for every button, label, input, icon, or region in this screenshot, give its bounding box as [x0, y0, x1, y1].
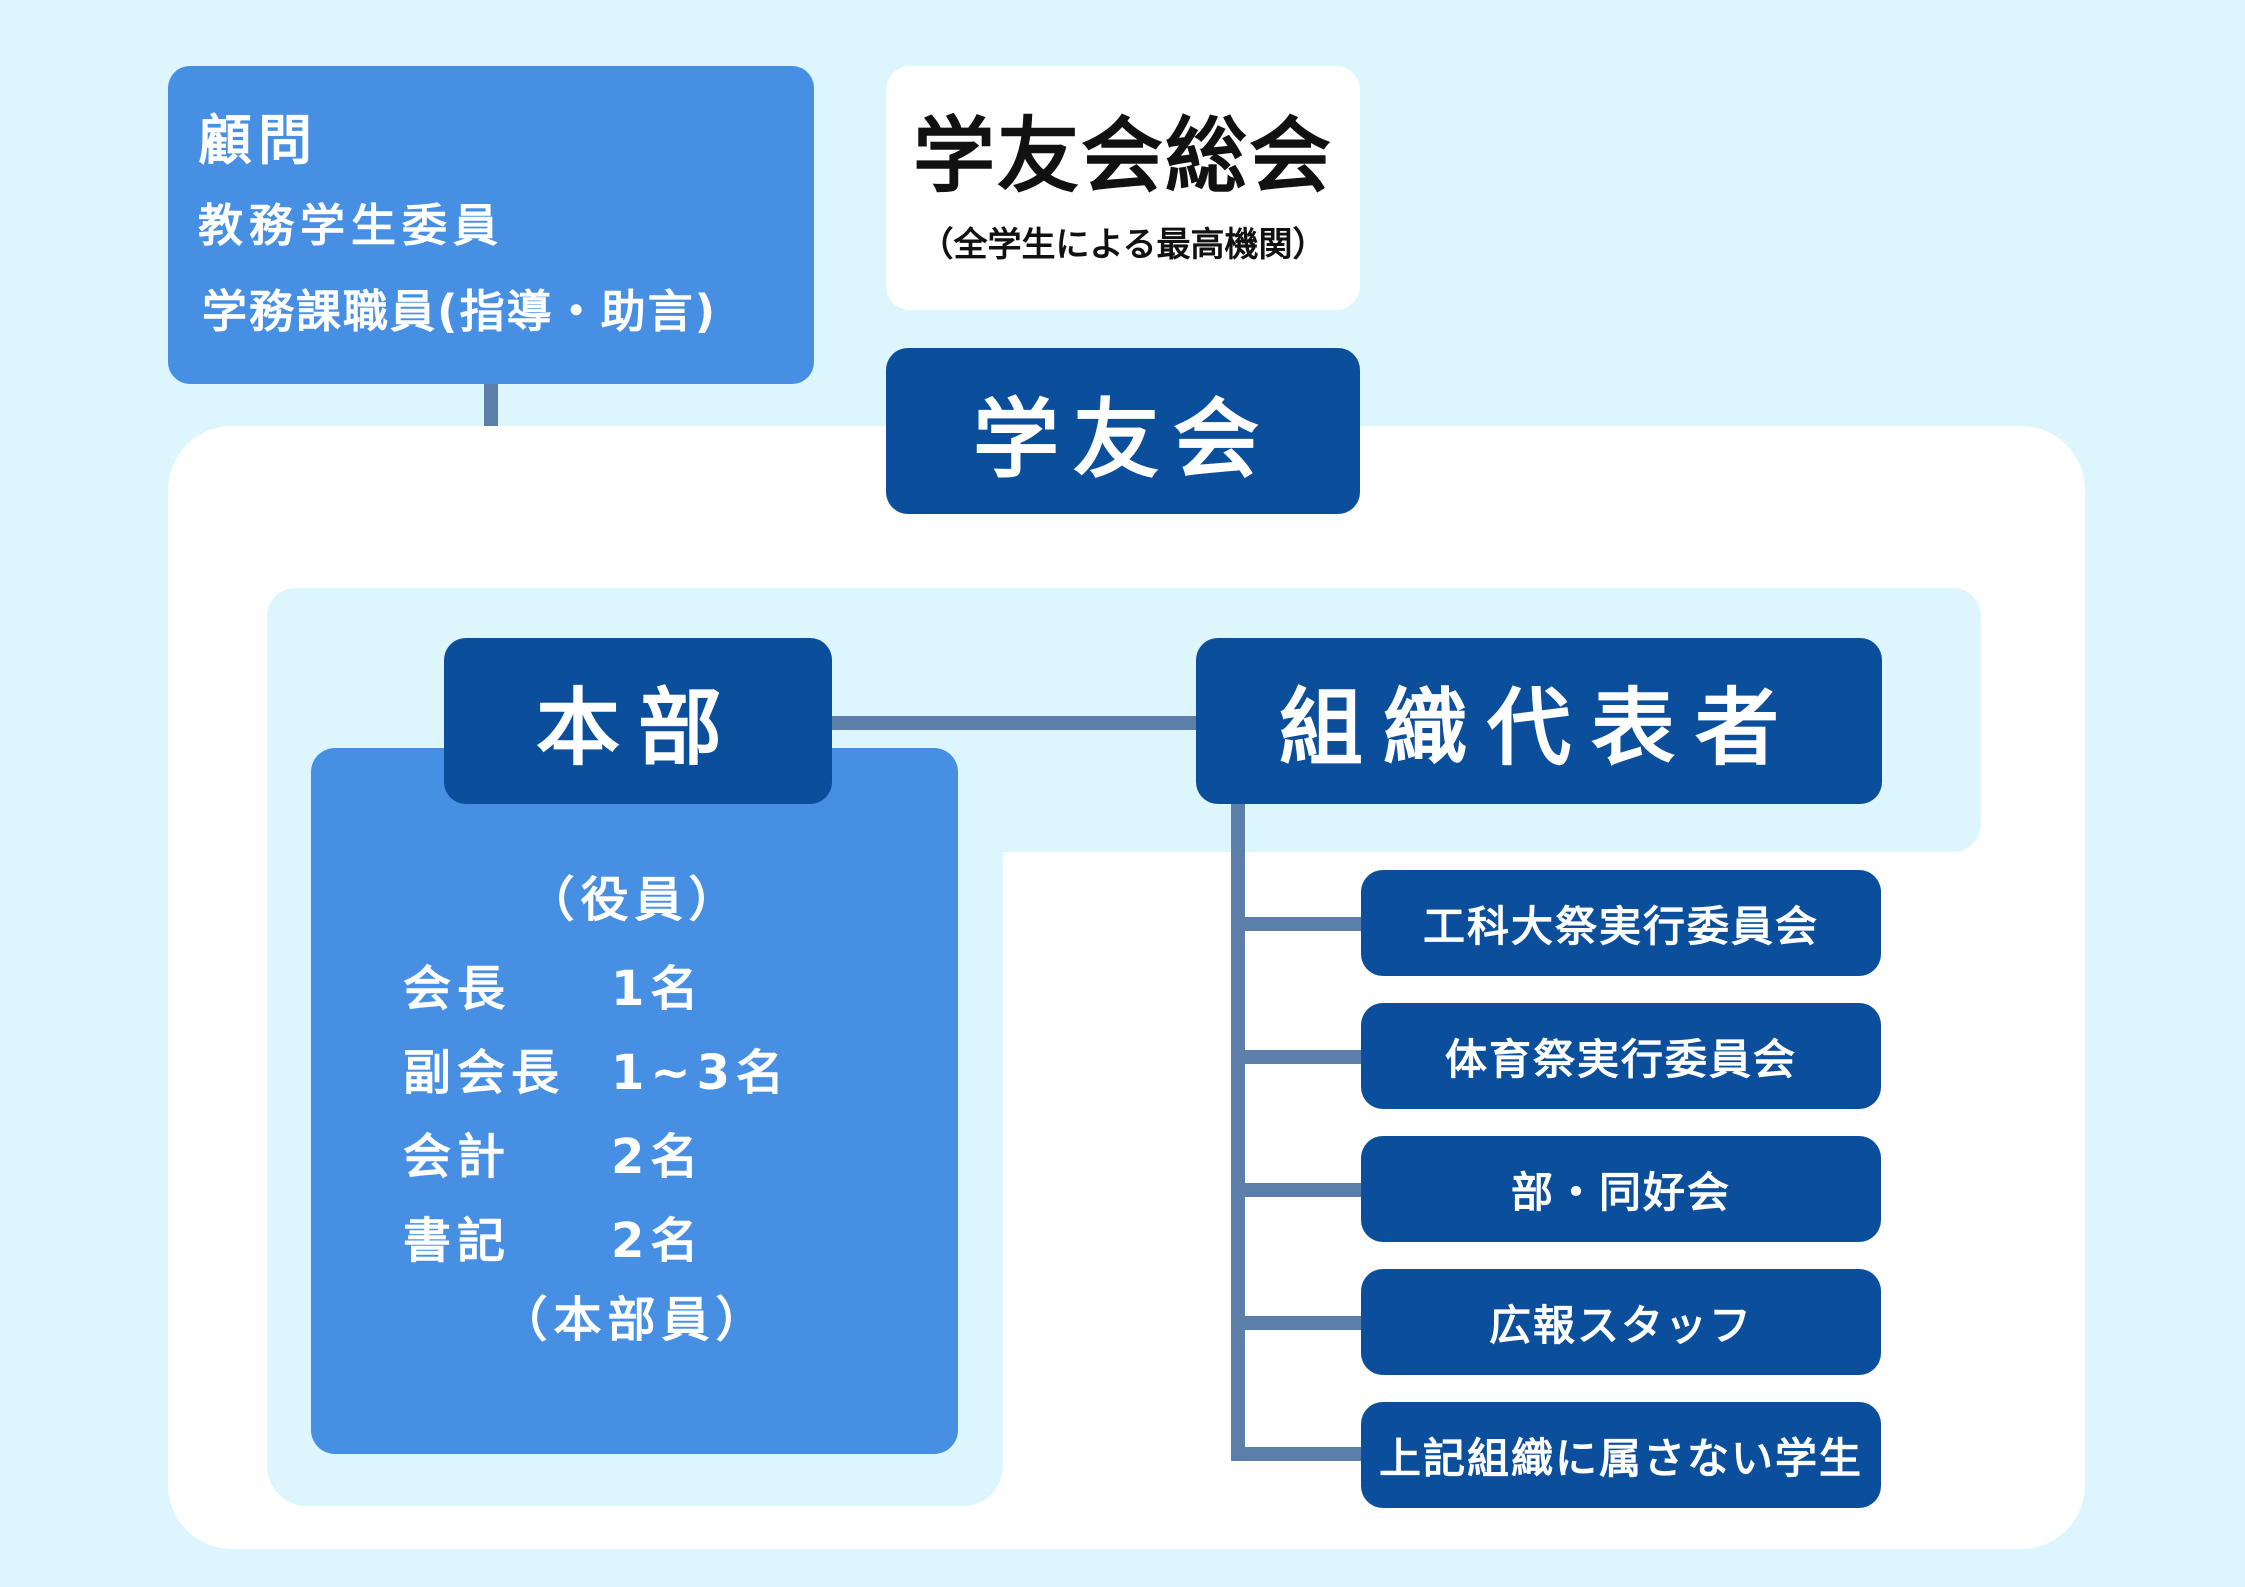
- role-row: 会計 2名: [311, 1110, 958, 1194]
- advisor-line-1: 教務学生委員: [198, 199, 505, 252]
- role-row: 会長 1名: [311, 942, 958, 1026]
- members-label: （本部員）: [499, 1292, 770, 1348]
- role-name: 副会長: [403, 1045, 566, 1101]
- assembly-title: 学友会総会: [912, 109, 1333, 204]
- role-name: 書記: [403, 1213, 512, 1269]
- branch-line: [1231, 917, 1361, 931]
- advisor-title: 顧問: [198, 109, 318, 172]
- honbu-title-box: 本部: [444, 638, 832, 804]
- org-item: 部・同好会: [1361, 1136, 1881, 1242]
- org-item-label: 広報スタッフ: [1488, 1300, 1753, 1350]
- branch-line: [1231, 1316, 1361, 1330]
- branch-line: [1231, 1183, 1361, 1197]
- role-row: 副会長 1~3名: [311, 1026, 958, 1110]
- role-name: 会長: [403, 961, 512, 1017]
- org-item: 体育祭実行委員会: [1361, 1003, 1881, 1109]
- role-row: 書記 2名: [311, 1194, 958, 1278]
- role-count: 1~3名: [611, 1045, 791, 1101]
- org-item-label: 体育祭実行委員会: [1444, 1034, 1797, 1084]
- assembly-subtitle: （全学生による最高機関）: [919, 225, 1327, 265]
- org-item-label: 工科大祭実行委員会: [1422, 901, 1819, 951]
- gakuyukai-label: 学友会: [973, 389, 1273, 490]
- soshiki-title: 組織代表者: [1278, 678, 1799, 777]
- soshiki-title-box: 組織代表者: [1196, 638, 1882, 804]
- branch-line: [1231, 1050, 1361, 1064]
- role-count: 2名: [611, 1129, 705, 1185]
- role-name: 会計: [403, 1129, 512, 1185]
- general-assembly-box: 学友会総会 （全学生による最高機関）: [886, 66, 1360, 310]
- org-item: 広報スタッフ: [1361, 1269, 1881, 1375]
- org-item-label: 部・同好会: [1510, 1167, 1731, 1217]
- advisor-box: 顧問 教務学生委員 学務課職員(指導・助言): [168, 66, 814, 384]
- role-count: 2名: [611, 1213, 705, 1269]
- org-item: 工科大祭実行委員会: [1361, 870, 1881, 976]
- org-item: 上記組織に属さない学生: [1361, 1402, 1881, 1508]
- honbu-title: 本部: [535, 678, 740, 777]
- org-item-label: 上記組織に属さない学生: [1378, 1433, 1863, 1483]
- advisor-connector: [484, 384, 498, 426]
- advisor-line-2: 学務課職員(指導・助言): [202, 285, 718, 338]
- officers-label: （役員）: [526, 872, 743, 928]
- gakuyukai-box: 学友会: [886, 348, 1360, 514]
- role-count: 1名: [611, 961, 705, 1017]
- branch-line: [1231, 1447, 1361, 1461]
- soshiki-trunk-line: [1231, 804, 1245, 1461]
- honbu-soshiki-connector: [832, 716, 1196, 730]
- honbu-officers-card: （役員） 会長 1名 副会長 1~3名 会計 2名 書記 2名 （本部員）: [311, 748, 958, 1454]
